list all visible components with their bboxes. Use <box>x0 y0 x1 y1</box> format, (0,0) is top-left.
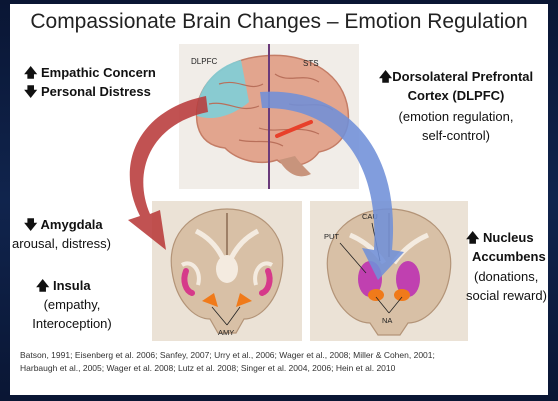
references: Batson, 1991; Eisenberg et al. 2006; San… <box>20 349 540 375</box>
slide: Compassionate Brain Changes – Emotion Re… <box>10 4 548 395</box>
nucleus-label-line2: Accumbens <box>472 248 546 266</box>
references-line2: Harbaugh et al., 2005; Wager et al. 2008… <box>20 362 540 375</box>
amygdala-label: 🡇 Amygdala <box>24 216 103 234</box>
nucleus-desc-line2: social reward) <box>466 287 547 305</box>
down-arrow-icon: 🡇 <box>24 217 37 232</box>
connector-arrows <box>10 4 548 395</box>
red-arrow <box>128 96 208 250</box>
up-arrow-icon: 🡅 <box>36 278 49 293</box>
blue-arrow <box>260 92 404 280</box>
insula-desc-line2: Interoception) <box>12 315 132 333</box>
insula-desc-line1: (empathy, <box>12 296 132 314</box>
up-arrow-icon: 🡅 <box>466 230 479 245</box>
references-line1: Batson, 1991; Eisenberg et al. 2006; San… <box>20 349 540 362</box>
insula-label: 🡅 Insula <box>36 277 91 295</box>
nucleus-label-line1: 🡅 Nucleus <box>466 229 534 247</box>
amygdala-desc: arousal, distress) <box>12 235 111 253</box>
nucleus-desc-line1: (donations, <box>474 268 538 286</box>
